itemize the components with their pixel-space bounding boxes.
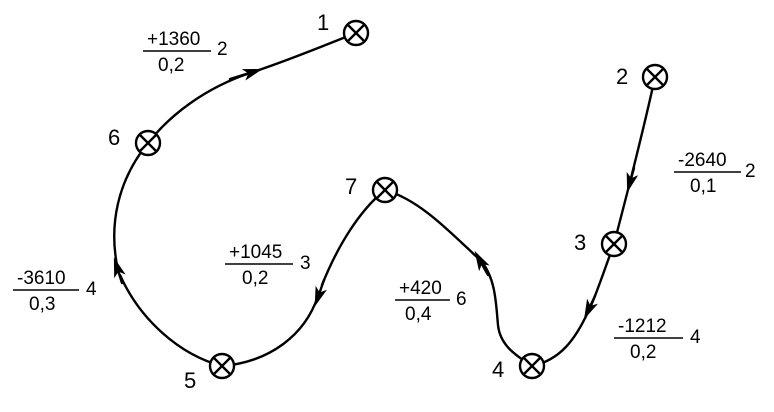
- node-6-label: 6: [108, 125, 120, 150]
- edge-2-3-numerator: -2640: [678, 150, 727, 171]
- edge-7-5-annotation: +1045 0,2 3: [225, 242, 311, 289]
- edge-2-3-annotation: -2640 0,1 2: [674, 150, 756, 197]
- node-2: [641, 63, 669, 91]
- edge-3-4-denominator: 0,2: [630, 342, 656, 363]
- node-1: [342, 19, 370, 47]
- node-3-label: 3: [574, 230, 586, 255]
- node-5: [208, 352, 236, 380]
- edge-6-1-numerator: +1360: [147, 29, 200, 50]
- node-4-label: 4: [492, 357, 504, 382]
- edge-5-6-denominator: 0,3: [29, 294, 55, 315]
- edge-5-6-annotation: -3610 0,3 4: [13, 268, 97, 315]
- edge-6-1-denominator: 0,2: [158, 55, 184, 76]
- edge-7-5-numerator: +1045: [229, 242, 282, 263]
- edge-2-3: [612, 75, 657, 246]
- edge-6-1-weight: 2: [217, 39, 228, 60]
- edge-4-7-denominator: 0,4: [405, 304, 432, 325]
- edge-3-4-annotation: -1212 0,2 4: [614, 316, 701, 363]
- edge-3-4-weight: 4: [690, 327, 701, 348]
- node-5-label: 5: [184, 368, 196, 393]
- node-3: [600, 230, 628, 258]
- edge-4-7-annotation: +420 0,4 6: [395, 278, 467, 325]
- edge-5-6-numerator: -3610: [17, 268, 66, 289]
- edge-3-4: [530, 242, 616, 368]
- edge-5-6-weight: 4: [86, 279, 97, 300]
- edge-2-3-weight: 2: [745, 161, 756, 182]
- node-7: [371, 176, 399, 204]
- node-7-label: 7: [345, 174, 357, 199]
- node-4: [518, 352, 546, 380]
- edge-4-7-numerator: +420: [399, 278, 442, 299]
- node-2-label: 2: [616, 64, 628, 89]
- edge-3-4-numerator: -1212: [618, 316, 667, 337]
- edge-4-7-weight: 6: [456, 289, 467, 310]
- node-6: [134, 129, 162, 157]
- edge-5-6: [113, 141, 224, 368]
- edge-6-1-annotation: +1360 0,2 2: [143, 29, 228, 76]
- node-1-label: 1: [317, 10, 329, 35]
- edge-7-5-weight: 3: [300, 253, 311, 274]
- edge-2-3-denominator: 0,1: [690, 176, 716, 197]
- edge-7-5-denominator: 0,2: [242, 268, 268, 289]
